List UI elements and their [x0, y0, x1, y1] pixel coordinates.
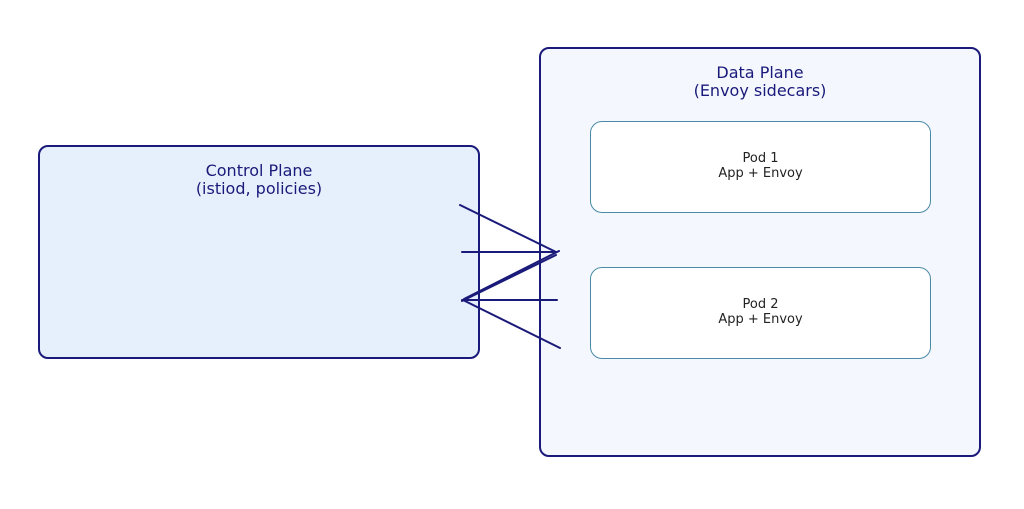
- pod-2-content: App + Envoy: [718, 312, 803, 327]
- control-plane-title-line1: Control Plane: [205, 161, 313, 180]
- pod-1-content: App + Envoy: [718, 166, 803, 181]
- pod-2-name: Pod 2: [742, 297, 779, 312]
- data-plane-title-line1: Data Plane: [716, 63, 804, 82]
- control-plane-title: Control Plane (istiod, policies): [40, 162, 478, 198]
- pod-1-text: Pod 1 App + Envoy: [591, 151, 930, 181]
- pod-2-box: Pod 2 App + Envoy: [590, 267, 931, 359]
- pod-2-text: Pod 2 App + Envoy: [591, 297, 930, 327]
- control-plane-title-line2: (istiod, policies): [195, 179, 323, 198]
- control-plane-box: Control Plane (istiod, policies): [38, 145, 480, 359]
- data-plane-title-line2: (Envoy sidecars): [693, 81, 827, 100]
- data-plane-box: Data Plane (Envoy sidecars): [539, 47, 981, 457]
- pod-1-name: Pod 1: [742, 151, 779, 166]
- pod-1-box: Pod 1 App + Envoy: [590, 121, 931, 213]
- data-plane-title: Data Plane (Envoy sidecars): [541, 64, 979, 100]
